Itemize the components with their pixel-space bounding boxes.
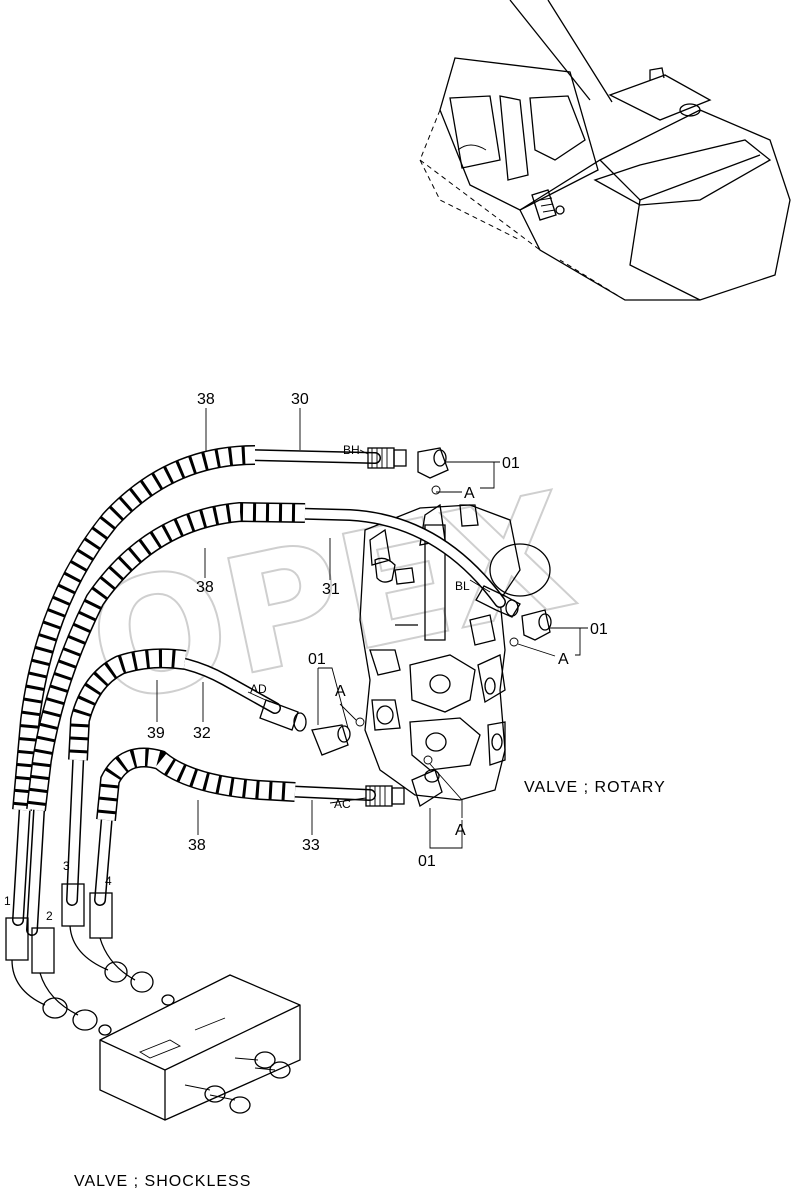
leader-lines [156,408,588,849]
detail-ref-a-left: A [335,683,346,700]
rotary-valve [359,503,551,801]
part-number-38-top: 38 [197,391,215,408]
part-number-38-bottom: 38 [188,837,206,854]
part-number-01-top: 01 [502,455,520,472]
hose-bh [12,445,407,926]
hose-ad [66,648,307,906]
part-number-31: 31 [322,581,340,598]
part-number-30: 30 [291,391,309,408]
part-number-39: 39 [147,725,165,742]
fitting-01-left [311,717,365,756]
port-label-ac: AC [334,797,351,811]
part-number-01-bottom: 01 [418,853,436,870]
part-number-01-left: 01 [308,651,326,668]
hose-bl [26,501,521,936]
port-label-bh: BH [343,443,360,457]
hose-ac [94,747,405,906]
hose-number-4: 4 [105,874,112,888]
detail-ref-a-top: A [464,485,475,502]
fitting-01-bottom [411,755,443,808]
hose-number-2: 2 [46,909,53,923]
caption-valve-rotary: VALVE ; ROTARY [524,779,666,796]
caption-valve-shockless: VALVE ; SHOCKLESS [74,1173,251,1190]
part-number-01-right: 01 [590,621,608,638]
detail-ref-a-bottom: A [455,822,466,839]
hose-number-1: 1 [4,894,11,908]
port-label-ad: AD [250,682,267,696]
fitting-01-right [509,609,552,647]
shockless-valve [98,974,301,1121]
hose-number-3: 3 [63,859,70,873]
excavator-icon [419,0,791,301]
part-number-33: 33 [302,837,320,854]
port-label-bl: BL [455,579,470,593]
detail-ref-a-right: A [558,651,569,668]
hose-lower-ends [5,883,154,1031]
part-number-32: 32 [193,725,211,742]
part-number-38-mid: 38 [196,579,214,596]
fitting-01-top [417,447,449,495]
